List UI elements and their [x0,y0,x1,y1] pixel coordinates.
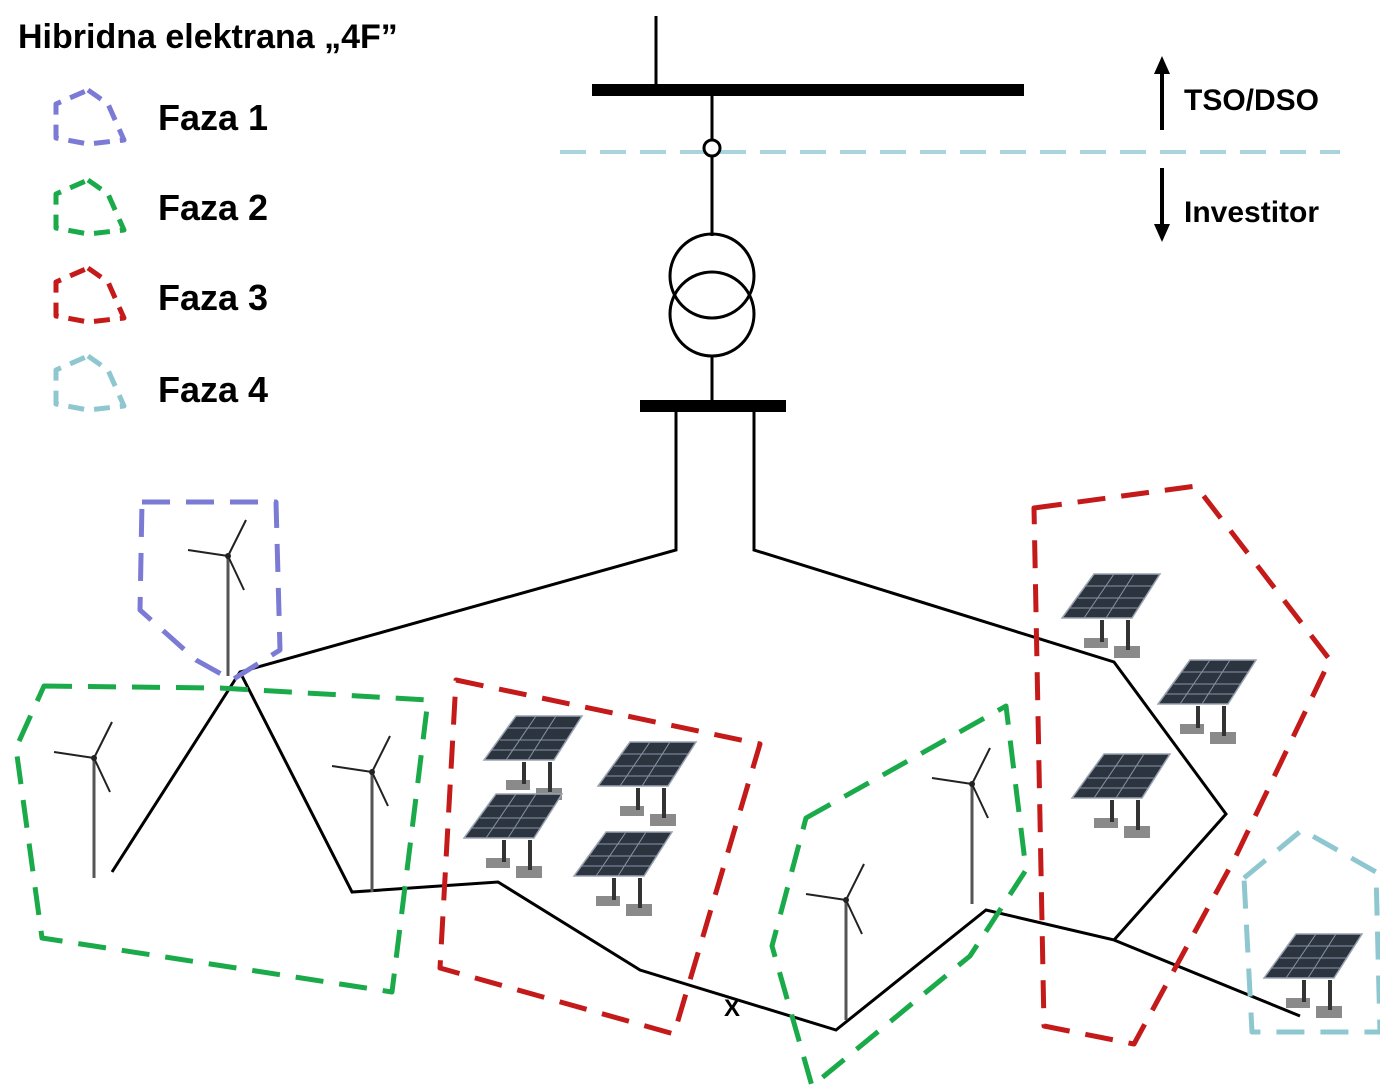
investitor-arrow-icon [1154,168,1170,242]
wind-turbine-icon [53,721,113,879]
faza-1-swatch [53,87,127,147]
solar-panel-icon [1263,933,1363,1019]
tso-dso-label: TSO/DSO [1184,84,1319,117]
wind-turbine-icon [931,747,991,905]
faza-4-swatch [53,353,127,413]
wind-turbine-icon [805,863,865,1021]
legend-label: Faza 1 [158,97,268,138]
legend-label: Faza 3 [158,277,268,318]
legend: Faza 1 Faza 2 Faza 3 Faza 4 [53,87,268,413]
zone-faza-2-left [13,683,431,995]
transformer-icon [668,232,756,358]
zone-faza-2-right [769,703,1029,1089]
wind-turbine-icon [187,519,247,677]
diagram-title: Hibridna elektrana „4F” [18,18,398,56]
legend-item-faza-2: Faza 2 [53,177,268,237]
solar-panel-icon [597,741,697,827]
solar-panel-icon [1061,573,1161,659]
cable-break-mark: X [724,995,740,1022]
legend-label: Faza 2 [158,187,268,228]
right-tail-cable [1113,938,1301,1018]
legend-label: Faza 4 [158,369,268,410]
left-lower-cable [238,410,1228,1032]
legend-item-faza-4: Faza 4 [53,353,268,413]
solar-panel-icon [1157,659,1257,745]
investitor-label: Investitor [1184,196,1319,229]
faza-3-swatch [53,265,127,325]
zone-faza-4 [1241,827,1380,1035]
faza-2-swatch [53,177,127,237]
zone-faza-1 [137,499,283,683]
legend-item-faza-1: Faza 1 [53,87,268,147]
solar-panel-icon [463,793,563,879]
legend-item-faza-3: Faza 3 [53,265,268,325]
tso-dso-arrow-icon [1154,56,1170,130]
solar-panel-icon [483,715,583,801]
left-feeder-cable [110,410,678,873]
zone-faza-3-right [1031,483,1333,1047]
solar-panel-icon [1071,753,1171,839]
solar-panel-icon [573,831,673,917]
disconnector-symbol [702,138,722,158]
